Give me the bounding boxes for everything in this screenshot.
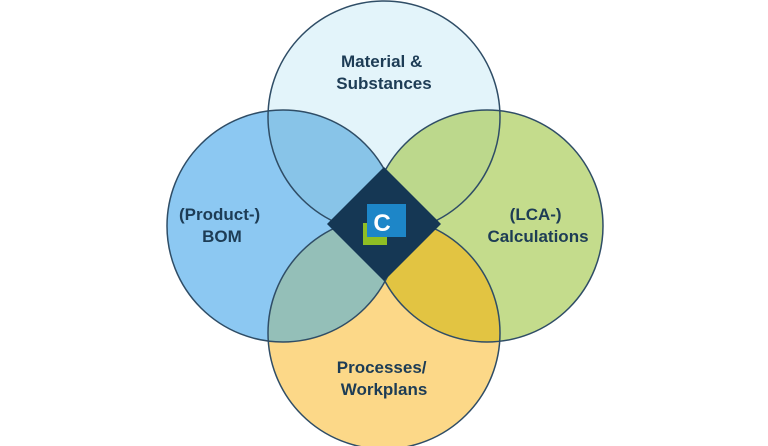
label-product-bom: (Product-) BOM [179,205,265,246]
label-processes-workplans: Processes/ Workplans [337,358,432,399]
label-material-substances: Material & Substances [336,52,431,93]
label-lca-calculations: (LCA-) Calculations [487,205,588,246]
c-logo-icon: C [363,204,406,245]
logo-letter: C [373,210,390,237]
